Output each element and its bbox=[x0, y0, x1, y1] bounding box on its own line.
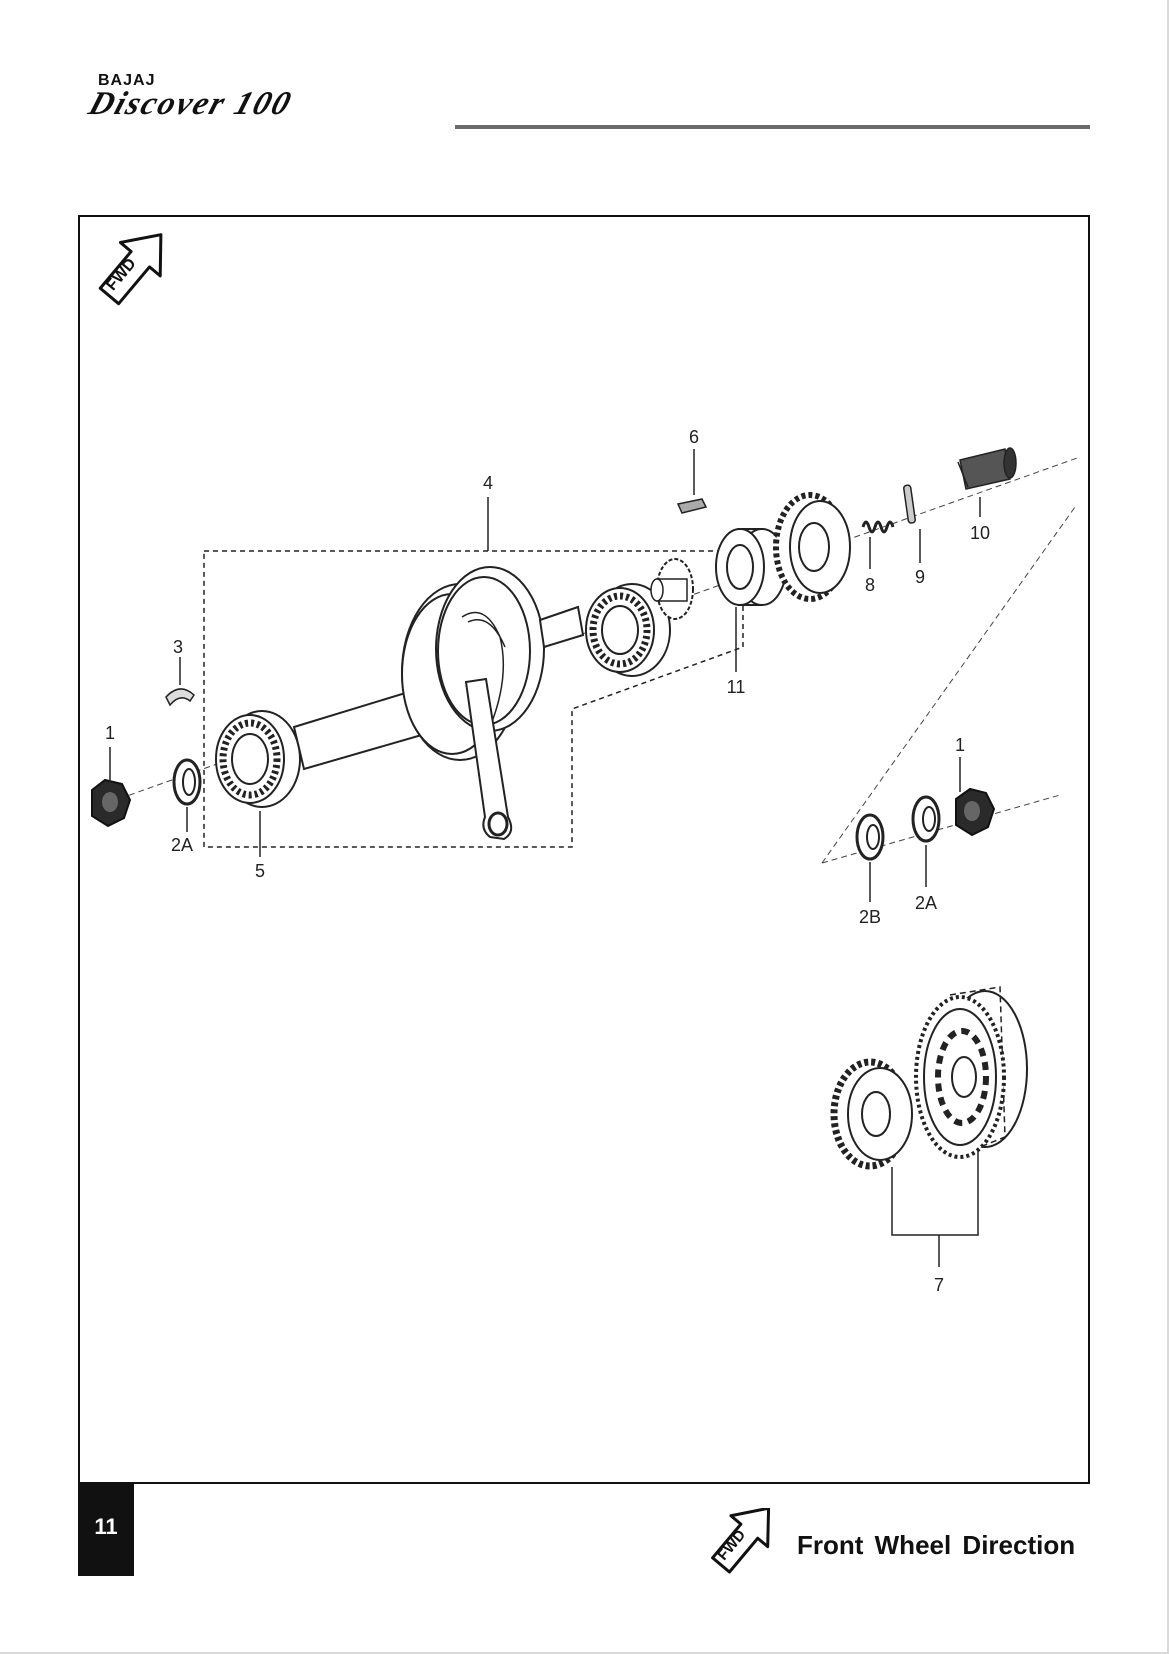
washer-left bbox=[172, 758, 202, 806]
bolt bbox=[957, 447, 1017, 490]
bearing-right bbox=[585, 583, 671, 677]
part-label-2a-left: 2A bbox=[171, 835, 193, 855]
nut-left bbox=[91, 778, 132, 828]
brand-name: BAJAJ bbox=[98, 72, 156, 89]
fwd-arrow-icon: FWD bbox=[98, 233, 163, 306]
fwd-legend: FWD Front Wheel Direction bbox=[707, 1508, 1092, 1578]
leader-line bbox=[891, 1149, 979, 1236]
header-rule bbox=[455, 125, 1090, 129]
part-label-8: 8 bbox=[865, 575, 875, 595]
part-label-2a-right: 2A bbox=[915, 893, 937, 913]
washer-2a-right bbox=[911, 795, 941, 843]
primary-gear bbox=[830, 1058, 913, 1170]
crankshaft-shaft bbox=[538, 605, 585, 649]
legend-text: Front Wheel Direction bbox=[797, 1530, 1076, 1560]
spring bbox=[861, 520, 895, 534]
bearing-left bbox=[215, 710, 301, 808]
clutch-housing bbox=[914, 986, 1028, 1159]
part-label-1-left: 1 bbox=[105, 723, 115, 743]
woodruff-key bbox=[165, 688, 195, 707]
part-label-7: 7 bbox=[934, 1275, 944, 1295]
connecting-rod-small-end bbox=[487, 811, 509, 837]
diagram-frame: FWD bbox=[78, 215, 1090, 1484]
part-label-1-right: 1 bbox=[955, 735, 965, 755]
connecting-rod bbox=[464, 677, 513, 841]
washer-2b bbox=[855, 813, 885, 861]
crankshaft-exploded-diagram: FWD bbox=[91, 233, 1081, 1295]
page-number: 11 bbox=[94, 1514, 118, 1539]
primary-drive-gear bbox=[773, 492, 851, 602]
part-label-2b: 2B bbox=[859, 907, 881, 927]
timing-sprocket bbox=[650, 558, 694, 620]
fwd-arrow-icon: FWD bbox=[711, 1508, 771, 1574]
part-label-6: 6 bbox=[689, 427, 699, 447]
key bbox=[676, 498, 708, 514]
part-label-10: 10 bbox=[970, 523, 990, 543]
page-number-box: 11 bbox=[78, 1484, 134, 1576]
part-label-5: 5 bbox=[255, 861, 265, 881]
part-label-3: 3 bbox=[173, 637, 183, 657]
axis-line bbox=[821, 506, 1076, 864]
part-label-11: 11 bbox=[727, 677, 746, 697]
nut-right bbox=[955, 787, 996, 837]
pin bbox=[903, 484, 916, 524]
part-label-9: 9 bbox=[915, 567, 925, 587]
part-label-4: 4 bbox=[483, 473, 493, 493]
model-name: Discover 100 bbox=[84, 86, 297, 122]
